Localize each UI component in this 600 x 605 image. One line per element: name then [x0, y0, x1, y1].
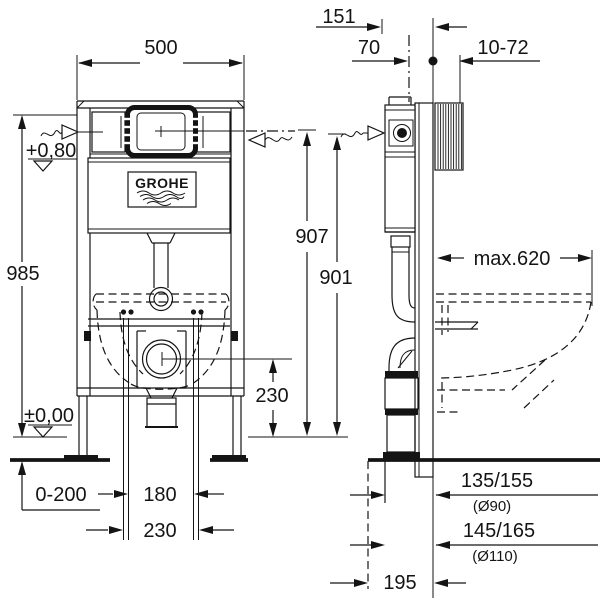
level-mark-water: +0,80: [26, 140, 77, 172]
outlet-90-label: 135/155: [461, 470, 533, 492]
dim-anchor-spacing: 230: [86, 520, 234, 542]
side-offset-center-label: 70: [358, 37, 380, 59]
water-level-label: +0,80: [26, 140, 77, 162]
grohe-logo: GROHE: [127, 171, 197, 208]
side-bracket-right: [231, 331, 238, 341]
side-bracket-left: [84, 331, 91, 341]
foot-plate-left: [64, 455, 98, 461]
floor-lines: [10, 114, 600, 462]
dim-height-907: 907: [295, 129, 329, 436]
front-view-frame: [64, 100, 246, 461]
wall-finish-label: 10-72: [477, 37, 528, 59]
frame-rail-side: [414, 102, 434, 478]
flush-plate-window: [90, 105, 244, 158]
front-width-label: 500: [144, 37, 177, 59]
outlet-front: [136, 330, 187, 429]
cistern-side: [384, 96, 416, 248]
dim-wall-finish: 10-72: [459, 37, 540, 103]
outlet-110-label: 145/165: [463, 520, 535, 542]
pan-bracket: [435, 321, 479, 330]
outlet-side: [367, 337, 420, 589]
foot-plate-right: [212, 455, 246, 461]
level-mark-floor: ±0,00: [24, 405, 74, 438]
front-height-label: 985: [6, 263, 39, 285]
dim-outlet-110: 145/165 (Ø110): [350, 520, 598, 565]
anchor-spacing-label: 230: [143, 520, 176, 542]
foot-adjustment-label: 0-200: [35, 484, 86, 506]
floor-level-label: ±0,00: [24, 405, 74, 427]
wc-pan-dashed: [435, 293, 592, 413]
dim-pan-depth: max.620: [437, 248, 593, 306]
lower-rail-front: [88, 309, 230, 540]
dim-front-width: 500: [76, 37, 245, 100]
flush-pipe-front: [146, 232, 176, 312]
dim-outlet-height: 230: [162, 358, 292, 437]
water-inlet-arrow-side: [340, 125, 386, 141]
actuation-arrow: [246, 130, 295, 148]
height-inlet-label: 907: [295, 226, 328, 248]
dim-height-901: 901: [319, 133, 353, 436]
outlet-90-dia-label: (Ø90): [473, 498, 511, 515]
dim-drain-offset: 195: [330, 572, 466, 594]
rod-spacing-label: 180: [143, 484, 176, 506]
water-inlet-arrow-front: [40, 124, 103, 140]
wall-finish-hatch: [434, 102, 464, 171]
outlet-110-dia-label: (Ø110): [472, 548, 518, 565]
side-view: [367, 18, 592, 598]
side-offset-front-label: 151: [322, 6, 355, 28]
dim-depth-151: 151: [316, 6, 467, 34]
dim-front-height: 985: [6, 115, 40, 437]
cistern-front: GROHE: [87, 157, 231, 234]
brand-text: GROHE: [135, 175, 189, 191]
dim-depth-70: 70: [352, 37, 438, 66]
drain-offset-label: 195: [383, 572, 416, 594]
dim-outlet-90: 135/155 (Ø90): [350, 470, 598, 515]
height-rail-label: 901: [319, 267, 352, 289]
shared-dimension-dot: [428, 56, 438, 66]
dim-rod-spacing: 180: [98, 484, 224, 506]
outlet-height-label: 230: [255, 385, 288, 407]
water-inlet-dot: [397, 128, 407, 138]
pan-depth-label: max.620: [474, 248, 551, 270]
flush-pipe-side: [391, 247, 416, 323]
dim-foot-adjustment: 0-200: [18, 461, 100, 511]
